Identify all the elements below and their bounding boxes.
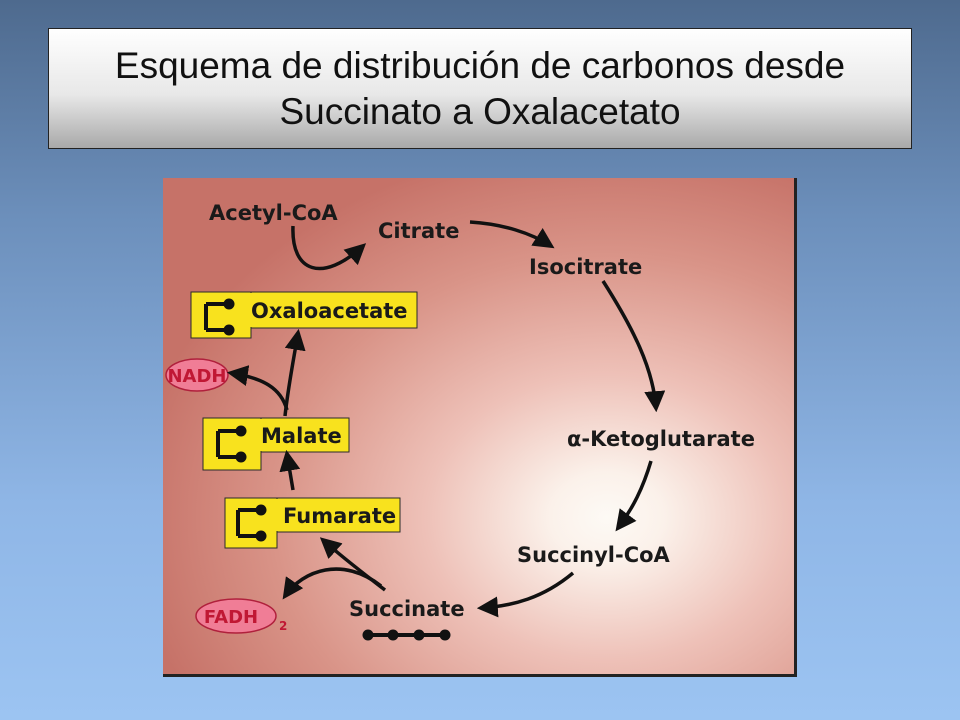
slide-title-line-2: Succinato a Oxalacetato	[279, 90, 681, 132]
alpha-ketoglutarate-label: α-Ketoglutarate	[567, 427, 755, 451]
arrow-isocitrate-to-ketoglutarate	[601, 280, 666, 413]
fadh-subscript: 2	[279, 619, 287, 633]
malate-box	[202, 417, 350, 471]
arrow-acetylcoa-to-citrate	[291, 225, 367, 271]
slide-title-line-1: Esquema de distribución de carbonos desd…	[114, 44, 846, 86]
arrow-citrate-to-isocitrate	[469, 220, 555, 249]
cycle-diagram-svg: NADH FADH 2 Acetyl-CoA Citrate Isocitrat…	[163, 178, 797, 677]
citrate-label: Citrate	[378, 219, 459, 243]
diagram-right-border	[794, 178, 797, 677]
fadh2-cofactor: FADH 2	[195, 598, 287, 634]
malate-carbon-skeleton-icon	[216, 425, 247, 463]
slide-title: Esquema de distribución de carbonos desd…	[48, 28, 912, 149]
acetyl-coa-label: Acetyl-CoA	[209, 201, 338, 225]
nadh-label: NADH	[167, 366, 226, 387]
fumarate-label: Fumarate	[283, 504, 396, 528]
arrow-malate-to-nadh	[226, 365, 289, 411]
oxaloacetate-box	[190, 291, 418, 339]
diagram-bottom-border	[163, 674, 797, 677]
arrow-succinylcoa-to-succinate	[476, 571, 575, 618]
arrow-succinate-to-fadh2	[282, 567, 383, 600]
krebs-cycle-diagram: NADH FADH 2 Acetyl-CoA Citrate Isocitrat…	[163, 178, 797, 677]
succinyl-coa-label: Succinyl-CoA	[517, 543, 671, 567]
succinate-label: Succinate	[349, 597, 465, 621]
oxaloacetate-carbon-skeleton-icon	[204, 298, 235, 336]
fadh-label: FADH	[204, 607, 258, 628]
fumarate-box	[224, 497, 401, 549]
arrow-fumarate-to-malate	[279, 449, 301, 491]
arrow-ketoglutarate-to-succinylcoa	[615, 460, 653, 532]
isocitrate-label: Isocitrate	[529, 255, 642, 279]
succinate-carbon-chain-icon	[362, 629, 451, 641]
fumarate-carbon-skeleton-icon	[236, 504, 267, 542]
oxaloacetate-label: Oxaloacetate	[251, 299, 408, 323]
nadh-cofactor: NADH	[165, 358, 229, 392]
malate-label: Malate	[261, 424, 342, 448]
